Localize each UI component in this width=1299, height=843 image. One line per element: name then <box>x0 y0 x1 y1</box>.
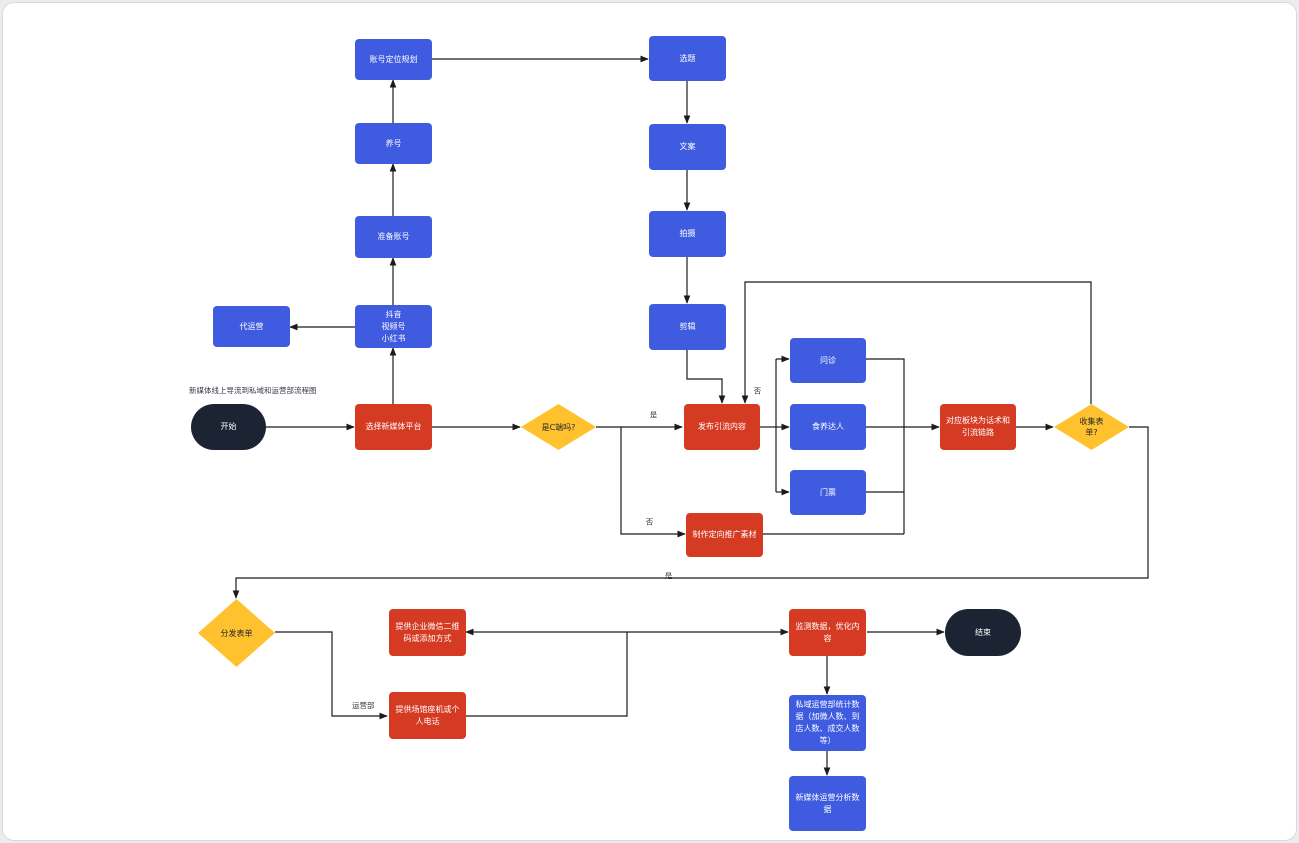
node-make-material[interactable]: 制作定向推广素材 <box>686 513 763 557</box>
node-agency[interactable]: 代运营 <box>213 306 290 347</box>
decision-label: 收集表 单? <box>1079 417 1104 437</box>
node-topic[interactable]: 选题 <box>649 36 726 81</box>
diagram-title: 新媒体线上导流到私域和运营部流程图 <box>189 386 317 395</box>
connector-layer <box>232 55 1149 776</box>
node-wechat-qr[interactable]: 提供企业微信二维 码或添加方式 <box>389 609 466 656</box>
edge-form-no-loop <box>741 281 1092 404</box>
node-choose-platform[interactable]: 选择新媒体平台 <box>355 404 432 450</box>
decision-diamond-shape <box>1054 404 1129 450</box>
edge-decision-to-material <box>620 427 686 538</box>
node-foodie[interactable]: 食养达人 <box>790 404 866 450</box>
decision-diamond-shape <box>198 599 275 667</box>
node-publish[interactable]: 发布引流内容 <box>684 404 760 450</box>
node-scripts[interactable]: 对应板块为话术和 引流链路 <box>940 404 1016 450</box>
node-analysis[interactable]: 新媒体运营分析数 据 <box>789 776 866 831</box>
node-consultation[interactable]: 问诊 <box>790 338 866 383</box>
node-start[interactable]: 开始 <box>191 404 266 450</box>
node-prepare-account[interactable]: 准备账号 <box>355 216 432 258</box>
node-private-stats[interactable]: 私域运营部统计数 据（加微人数、到 店人数、成交人数 等） <box>789 695 866 751</box>
node-monitor[interactable]: 监测数据，优化内 容 <box>789 609 866 656</box>
node-copywriting[interactable]: 文案 <box>649 124 726 170</box>
node-venue-phone[interactable]: 提供场馆座机或个 人电话 <box>389 692 466 739</box>
node-end[interactable]: 结束 <box>945 609 1021 656</box>
node-distribute-form[interactable]: 分发表单 <box>198 599 275 667</box>
edge-label-no-c: 否 <box>645 518 654 526</box>
node-platforms[interactable]: 抖音 视频号 小红书 <box>355 305 432 348</box>
decision-label: 分发表单 <box>220 628 253 638</box>
decision-label: 是C端吗? <box>541 422 576 432</box>
edge-label-ops-dept: 运营部 <box>352 701 375 710</box>
node-is-c-end[interactable]: 是C端吗? <box>521 404 596 450</box>
edge-consult-out <box>866 358 905 534</box>
edge-edit-to-publish <box>686 350 726 404</box>
node-editing[interactable]: 剪辑 <box>649 304 726 350</box>
edge-form-yes <box>232 426 1149 599</box>
edge-label-no-form: 否 <box>753 387 762 395</box>
node-tickets[interactable]: 门票 <box>790 470 866 515</box>
node-shooting[interactable]: 拍摄 <box>649 211 726 257</box>
node-collect-form[interactable]: 收集表 单? <box>1054 404 1129 450</box>
decision-diamond-shape <box>521 404 596 450</box>
node-positioning[interactable]: 账号定位规划 <box>355 39 432 80</box>
edge-phone-to-monitor <box>466 628 789 717</box>
edge-label-yes-c: 是 <box>649 411 658 419</box>
edge-label-yes-form: 是 <box>664 572 673 580</box>
edge-distribute-to-phone <box>275 631 388 720</box>
node-nurture-account[interactable]: 养号 <box>355 123 432 164</box>
